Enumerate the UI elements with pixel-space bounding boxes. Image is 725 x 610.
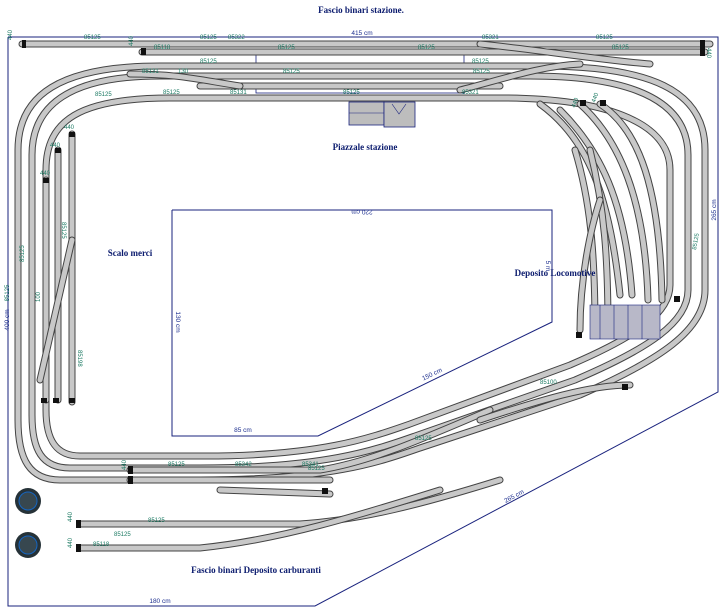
- svg-text:440: 440: [68, 511, 74, 522]
- svg-text:85125: 85125: [692, 232, 701, 250]
- svg-text:85321: 85321: [482, 35, 499, 41]
- svg-text:85118: 85118: [93, 542, 110, 548]
- deposito-loco-label: Deposito Locomotive: [515, 268, 596, 278]
- dim-diag: 265 cm: [503, 489, 525, 505]
- inner-outline: [171, 209, 553, 437]
- svg-text:85125: 85125: [308, 466, 325, 472]
- room-outline: [7, 36, 719, 607]
- fuel-tank-2: [15, 532, 41, 558]
- svg-text:85125: 85125: [596, 35, 613, 41]
- svg-text:130: 130: [178, 69, 189, 75]
- svg-text:85125: 85125: [418, 45, 435, 51]
- svg-text:85125: 85125: [472, 59, 489, 65]
- svg-text:85125: 85125: [114, 532, 131, 538]
- station-building: [348, 101, 416, 128]
- svg-text:85342: 85342: [235, 462, 252, 468]
- svg-text:85118: 85118: [154, 45, 171, 51]
- dim-bottom: 180 cm: [149, 598, 170, 605]
- piazzale-label: Piazzale stazione: [333, 142, 398, 152]
- svg-text:440: 440: [591, 92, 600, 104]
- svg-text:85341: 85341: [302, 462, 319, 468]
- dim-top: 415 cm: [351, 30, 372, 37]
- svg-text:85125: 85125: [473, 69, 490, 75]
- svg-text:85125: 85125: [168, 462, 185, 468]
- track-layer: [14, 40, 714, 552]
- dim-right: 265 cm: [711, 199, 718, 220]
- svg-text:85125: 85125: [60, 222, 66, 239]
- svg-text:85125: 85125: [163, 90, 180, 96]
- svg-text:85100: 85100: [540, 380, 557, 386]
- svg-text:100: 100: [36, 291, 42, 302]
- fascio-carburanti-label: Fascio binari Deposito carburanti: [191, 565, 321, 575]
- dim-inner-bottom: 85 cm: [234, 427, 252, 434]
- buffer-stops: [22, 40, 705, 552]
- dim-inner-top: 220 cm: [351, 208, 372, 215]
- svg-text:85125: 85125: [612, 45, 629, 51]
- svg-text:440: 440: [571, 97, 580, 109]
- title-station-label: Fascio binari stazione.: [318, 5, 404, 15]
- svg-text:85125: 85125: [343, 90, 360, 96]
- svg-text:85125: 85125: [283, 69, 300, 75]
- svg-text:85125: 85125: [200, 35, 217, 41]
- dim-left: 400 cm: [4, 309, 11, 330]
- svg-text:85321: 85321: [462, 90, 479, 96]
- svg-text:85131: 85131: [142, 69, 159, 75]
- dim-inner-right: 5 m: [544, 261, 551, 272]
- svg-text:85125: 85125: [20, 245, 26, 262]
- svg-text:85125: 85125: [200, 59, 217, 65]
- svg-text:85125: 85125: [278, 45, 295, 51]
- scalo-label: Scalo merci: [108, 248, 153, 258]
- svg-text:440: 440: [64, 125, 75, 131]
- svg-text:440: 440: [129, 35, 135, 46]
- svg-text:440: 440: [50, 143, 61, 149]
- svg-text:85125: 85125: [84, 35, 101, 41]
- svg-text:85198: 85198: [76, 350, 82, 367]
- svg-text:440: 440: [40, 171, 51, 177]
- svg-text:85125: 85125: [415, 436, 432, 442]
- fuel-tank-1: [15, 488, 41, 514]
- svg-text:440: 440: [122, 459, 128, 470]
- dim-left-track: 85125: [5, 284, 11, 301]
- svg-text:440: 440: [8, 29, 14, 40]
- dim-inner-left: 130 cm: [174, 311, 181, 332]
- svg-text:85125: 85125: [148, 518, 165, 524]
- svg-text:85322: 85322: [228, 35, 245, 41]
- loco-shed: [589, 304, 661, 340]
- svg-text:85125: 85125: [95, 92, 112, 98]
- svg-text:440: 440: [68, 537, 74, 548]
- svg-text:85131: 85131: [230, 90, 247, 96]
- svg-text:440: 440: [705, 48, 711, 59]
- track-code-labels: 85125 85125 85322 85321 85125 85118 8512…: [8, 29, 711, 548]
